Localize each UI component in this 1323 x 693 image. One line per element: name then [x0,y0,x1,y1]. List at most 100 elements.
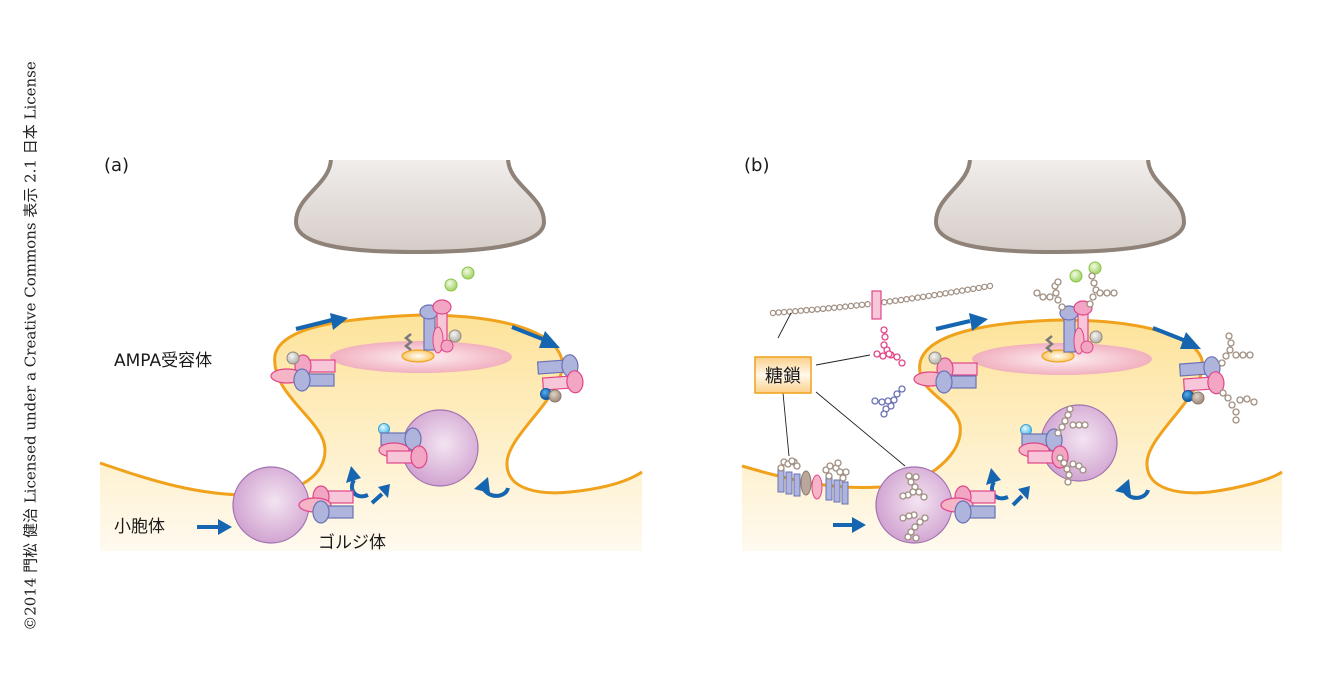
sugar-residue [1246,351,1254,359]
sugar-residue [1061,417,1069,425]
sugar-residue [981,283,988,291]
sugar-residue [879,352,887,360]
sugar-residue [814,306,821,313]
sugar-residue [881,333,889,341]
sugar-residue [1236,396,1244,404]
sugar-residue [1089,293,1097,301]
sugar-residue [959,287,966,294]
sugar-residue [936,291,944,298]
sugar-residue [808,306,816,313]
glutamate-molecule [461,266,475,280]
sugar-residue [1086,300,1094,308]
sugar-residue [893,390,901,398]
sugar-residue [947,289,955,296]
sugar-residue [769,309,777,317]
panel-a: (a) AMPA受容体 [99,150,643,553]
sugar-residue [885,350,893,358]
sugar-residue [1081,421,1089,429]
ampa-receptor-label: AMPA受容体 [114,351,212,371]
glutamate-molecule [1088,261,1102,275]
sugar-residue [920,493,928,501]
sugar-residue [842,468,850,476]
sugar-residue [1232,351,1240,359]
sugar-residue [780,308,788,316]
sugar-residue [839,474,847,482]
sugar-residue [1250,398,1258,406]
sugar-residue [871,397,879,405]
golgi-vesicle [378,409,479,487]
sugar-residue [898,359,906,367]
sugar-residue [892,297,899,304]
sugar-residue [898,385,906,393]
sugar-residue [970,285,977,292]
core-protein [871,290,882,320]
sugar-residue [864,301,871,308]
ampa-receptor-left-glycosylated [871,326,978,418]
golgi-label: ゴルジ体 [318,532,386,553]
sugar-residue [1056,454,1064,462]
sugar-residue [899,492,907,500]
sugar-residue [819,305,827,312]
glycan-label: 糖鎖 [765,366,801,387]
sugar-residue [1224,394,1232,402]
sugar-residue [775,309,782,316]
sugar-residue [975,284,983,292]
sugar-residue [1052,289,1060,297]
sugar-residue [1064,478,1072,486]
sugar-residue [858,301,866,308]
sugar-residue [897,296,905,304]
transport-vesicle [232,466,354,544]
presynaptic-terminal [933,156,1187,255]
sugar-residue [792,308,799,315]
glutamate-molecule [444,278,458,292]
sugar-residue [825,305,832,312]
glycan-callout: 糖鎖 [754,312,906,467]
synaptic-ampa-receptor [401,299,462,363]
sugar-residue [905,512,913,520]
panel-b-label: (b) [744,155,769,176]
sugar-residue [1232,416,1240,424]
sugar-residue [825,472,833,480]
sugar-residue [1065,471,1073,479]
sugar-residue [912,473,920,481]
sugar-residue [893,353,901,361]
sugar-residue [1090,279,1098,287]
sugar-residue [942,290,949,297]
sugar-residue [1232,408,1240,416]
sugar-residue [1079,466,1087,474]
sugar-residue [916,518,924,526]
sugar-residue [964,286,971,293]
membrane-glycoproteins [777,457,850,505]
golgi-vesicle [1018,404,1118,486]
presynaptic-terminal [293,156,547,255]
sugar-residue [1054,429,1062,437]
ampa-receptor-right-glycosylated [1178,332,1258,424]
sugar-residue [1066,405,1074,413]
sugar-residue [881,299,888,306]
sugar-residue [1228,401,1236,409]
sugar-residue [1243,395,1251,403]
sugar-residue [884,397,892,405]
sugar-residue [931,291,938,299]
glutamate-molecule [1069,269,1083,283]
sugar-residue [836,304,844,311]
sugar-residue [777,464,785,472]
sugar-residue [1103,289,1111,297]
sugar-residue [1218,359,1226,367]
sugar-residue [1060,459,1068,467]
sugar-residue [986,282,994,290]
sugar-residue [912,534,920,542]
sugar-residue [788,457,796,465]
sugar-residue [1110,289,1118,297]
sugar-residue [1069,421,1077,429]
trafficking-arrows [197,313,560,535]
sugar-residue [880,326,888,334]
sugar-residue [921,514,929,522]
sugar-residue [908,295,916,302]
ampa-receptor-right [536,353,585,403]
sugar-residue [925,292,933,300]
sugar-residue [1064,411,1072,419]
sugar-residue [911,523,919,531]
extracellular-glycan-chain [769,282,994,317]
